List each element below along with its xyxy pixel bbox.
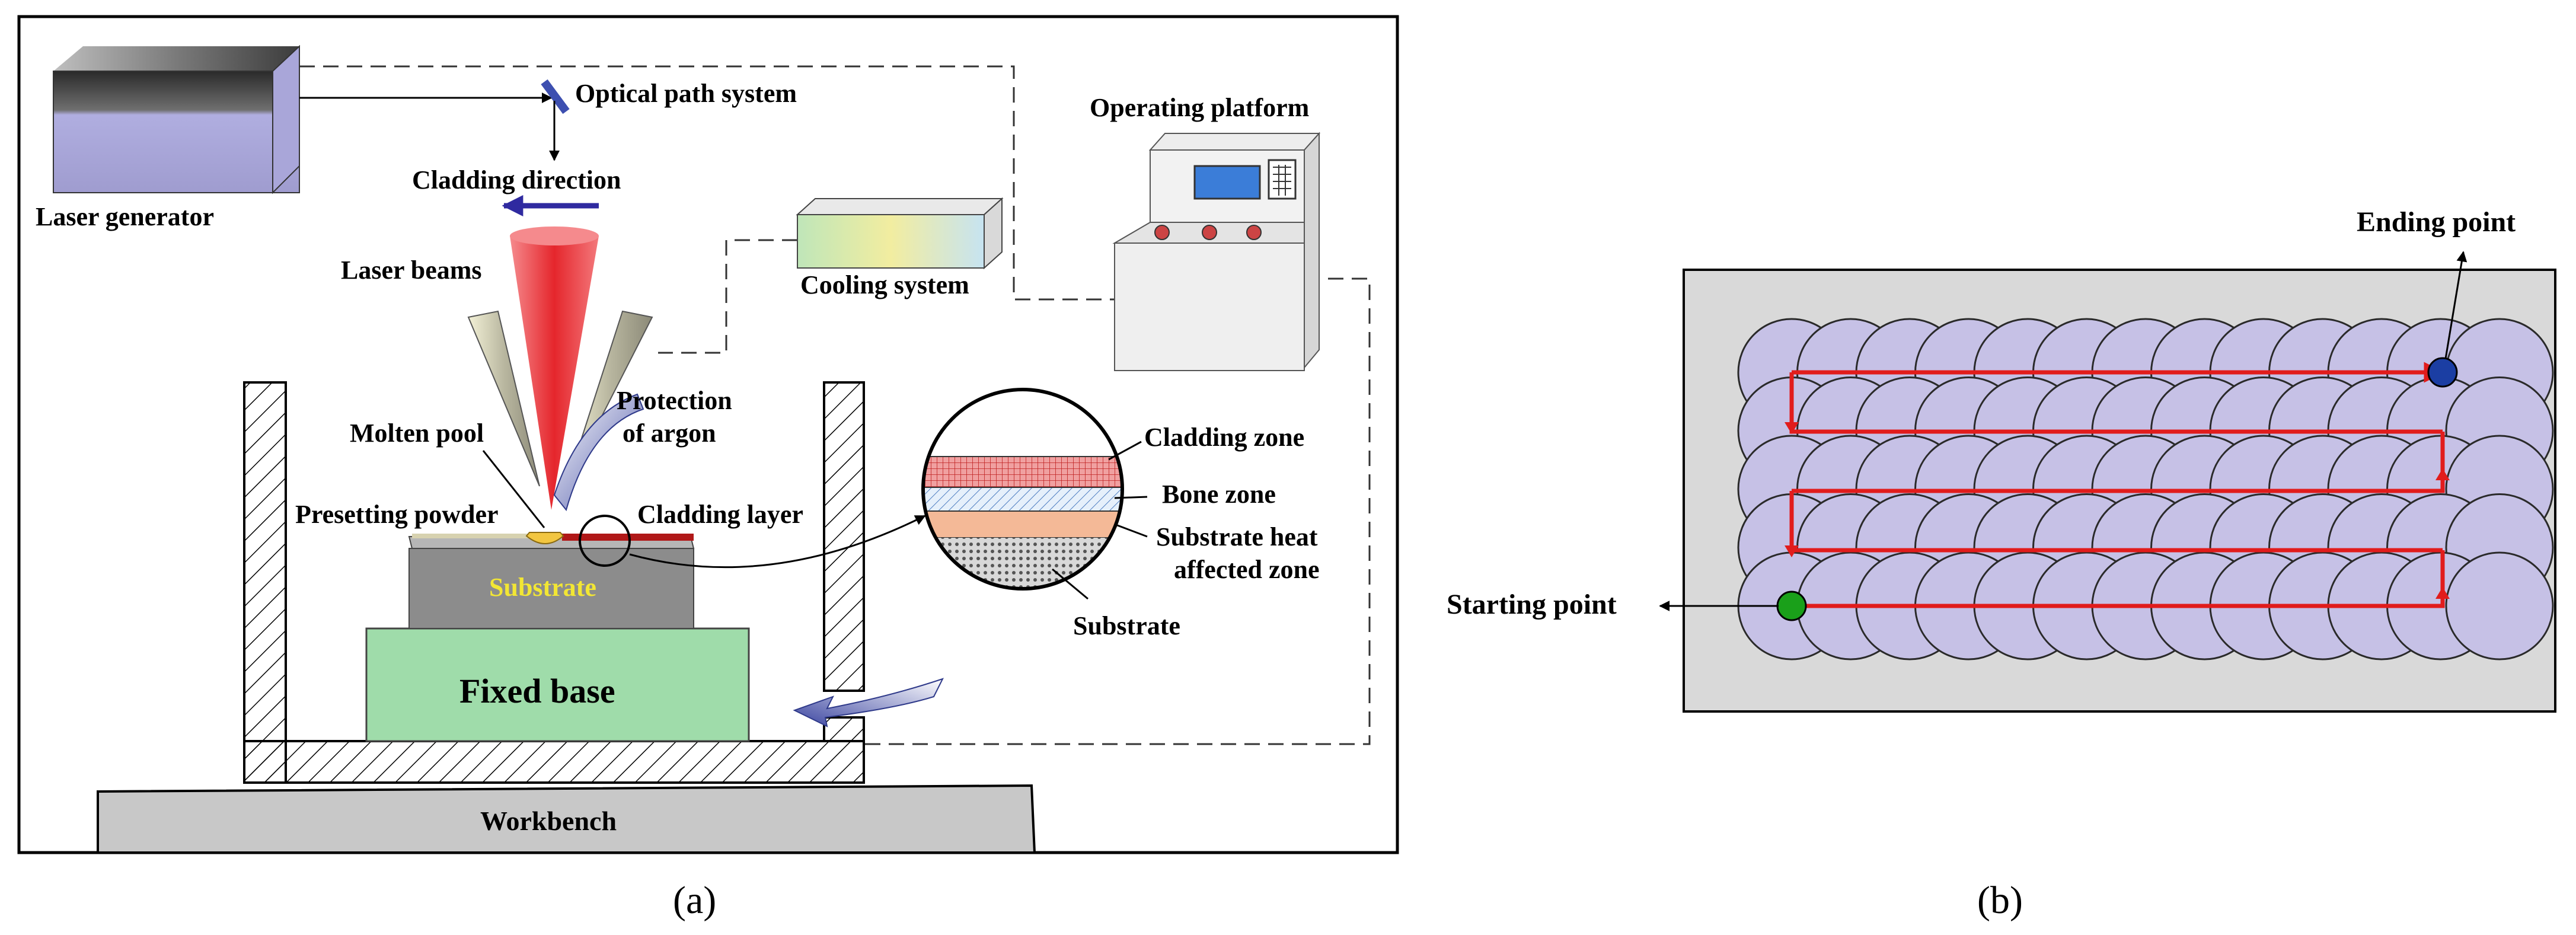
optical-path-mirror	[541, 79, 570, 114]
substrate-block	[408, 532, 695, 629]
molten-pool-shape	[525, 532, 564, 544]
ending-point-label: Ending point	[2357, 206, 2516, 238]
operating-platform	[1112, 132, 1321, 371]
protection-argon-label-2: of argon	[623, 419, 716, 448]
substrate-label: Substrate	[489, 573, 596, 602]
starting-point-label: Starting point	[1447, 589, 1617, 620]
protection-argon-label-1: Protection	[617, 386, 732, 415]
start-marker	[1776, 591, 1807, 621]
cladding-layer-strip	[562, 534, 694, 541]
laser-generator	[53, 44, 300, 194]
chamber	[243, 381, 865, 784]
fixed-base	[365, 627, 750, 742]
molten-pool-pointer	[482, 450, 545, 528]
control-dashed-line-top	[299, 65, 1115, 301]
laser-generator-label: Laser generator	[36, 202, 214, 231]
substrate-detail-label: Substrate	[1073, 611, 1180, 640]
caption-b: (b)	[1977, 879, 2023, 922]
detail-callout-circle	[579, 515, 631, 567]
operating-platform-label: Operating platform	[1090, 93, 1309, 122]
presetting-powder-label: Presetting powder	[295, 500, 499, 529]
cladding-zone-layer	[923, 456, 1122, 488]
substrate-heat-label-1: Substrate heat	[1156, 522, 1318, 551]
workbench	[97, 784, 1036, 854]
panel-a: Laser generator Optical path system Clad…	[17, 15, 1399, 854]
control-dashed-line-right	[863, 277, 1371, 745]
cladding-direction-label: Cladding direction	[412, 165, 621, 194]
cladding-zone-label: Cladding zone	[1144, 423, 1304, 452]
cladding-layer-label: Cladding layer	[637, 500, 803, 529]
cooling-dashed-line	[658, 239, 797, 354]
cooling-system	[796, 197, 1004, 270]
bone-zone-label: Bone zone	[1162, 480, 1276, 509]
detail-callout-pointer	[629, 515, 926, 569]
caption-a: (a)	[673, 879, 716, 922]
bone-zone-layer	[923, 487, 1122, 512]
panel-b: Ending point Starting point	[1447, 206, 2556, 713]
laser-beam	[510, 236, 599, 510]
cooling-system-label: Cooling system	[800, 270, 969, 299]
laser-beam-top	[510, 226, 599, 245]
end-marker	[2427, 357, 2458, 388]
laser-spot	[2445, 551, 2554, 660]
molten-pool-label: Molten pool	[350, 419, 484, 448]
heat-affected-layer	[923, 510, 1122, 538]
scan-path-arrowheads	[1785, 422, 2450, 599]
powder-nozzle-left	[467, 310, 540, 487]
argon-arrow	[553, 393, 644, 512]
optical-path-system-label: Optical path system	[575, 79, 797, 108]
end-pointer	[2444, 251, 2468, 359]
substrate-heat-label-2: affected zone	[1174, 555, 1320, 584]
fixed-base-label: Fixed base	[459, 672, 615, 710]
laser-beams-label: Laser beams	[341, 256, 482, 285]
workbench-label: Workbench	[480, 806, 617, 836]
flow-curved-arrow	[793, 678, 944, 727]
